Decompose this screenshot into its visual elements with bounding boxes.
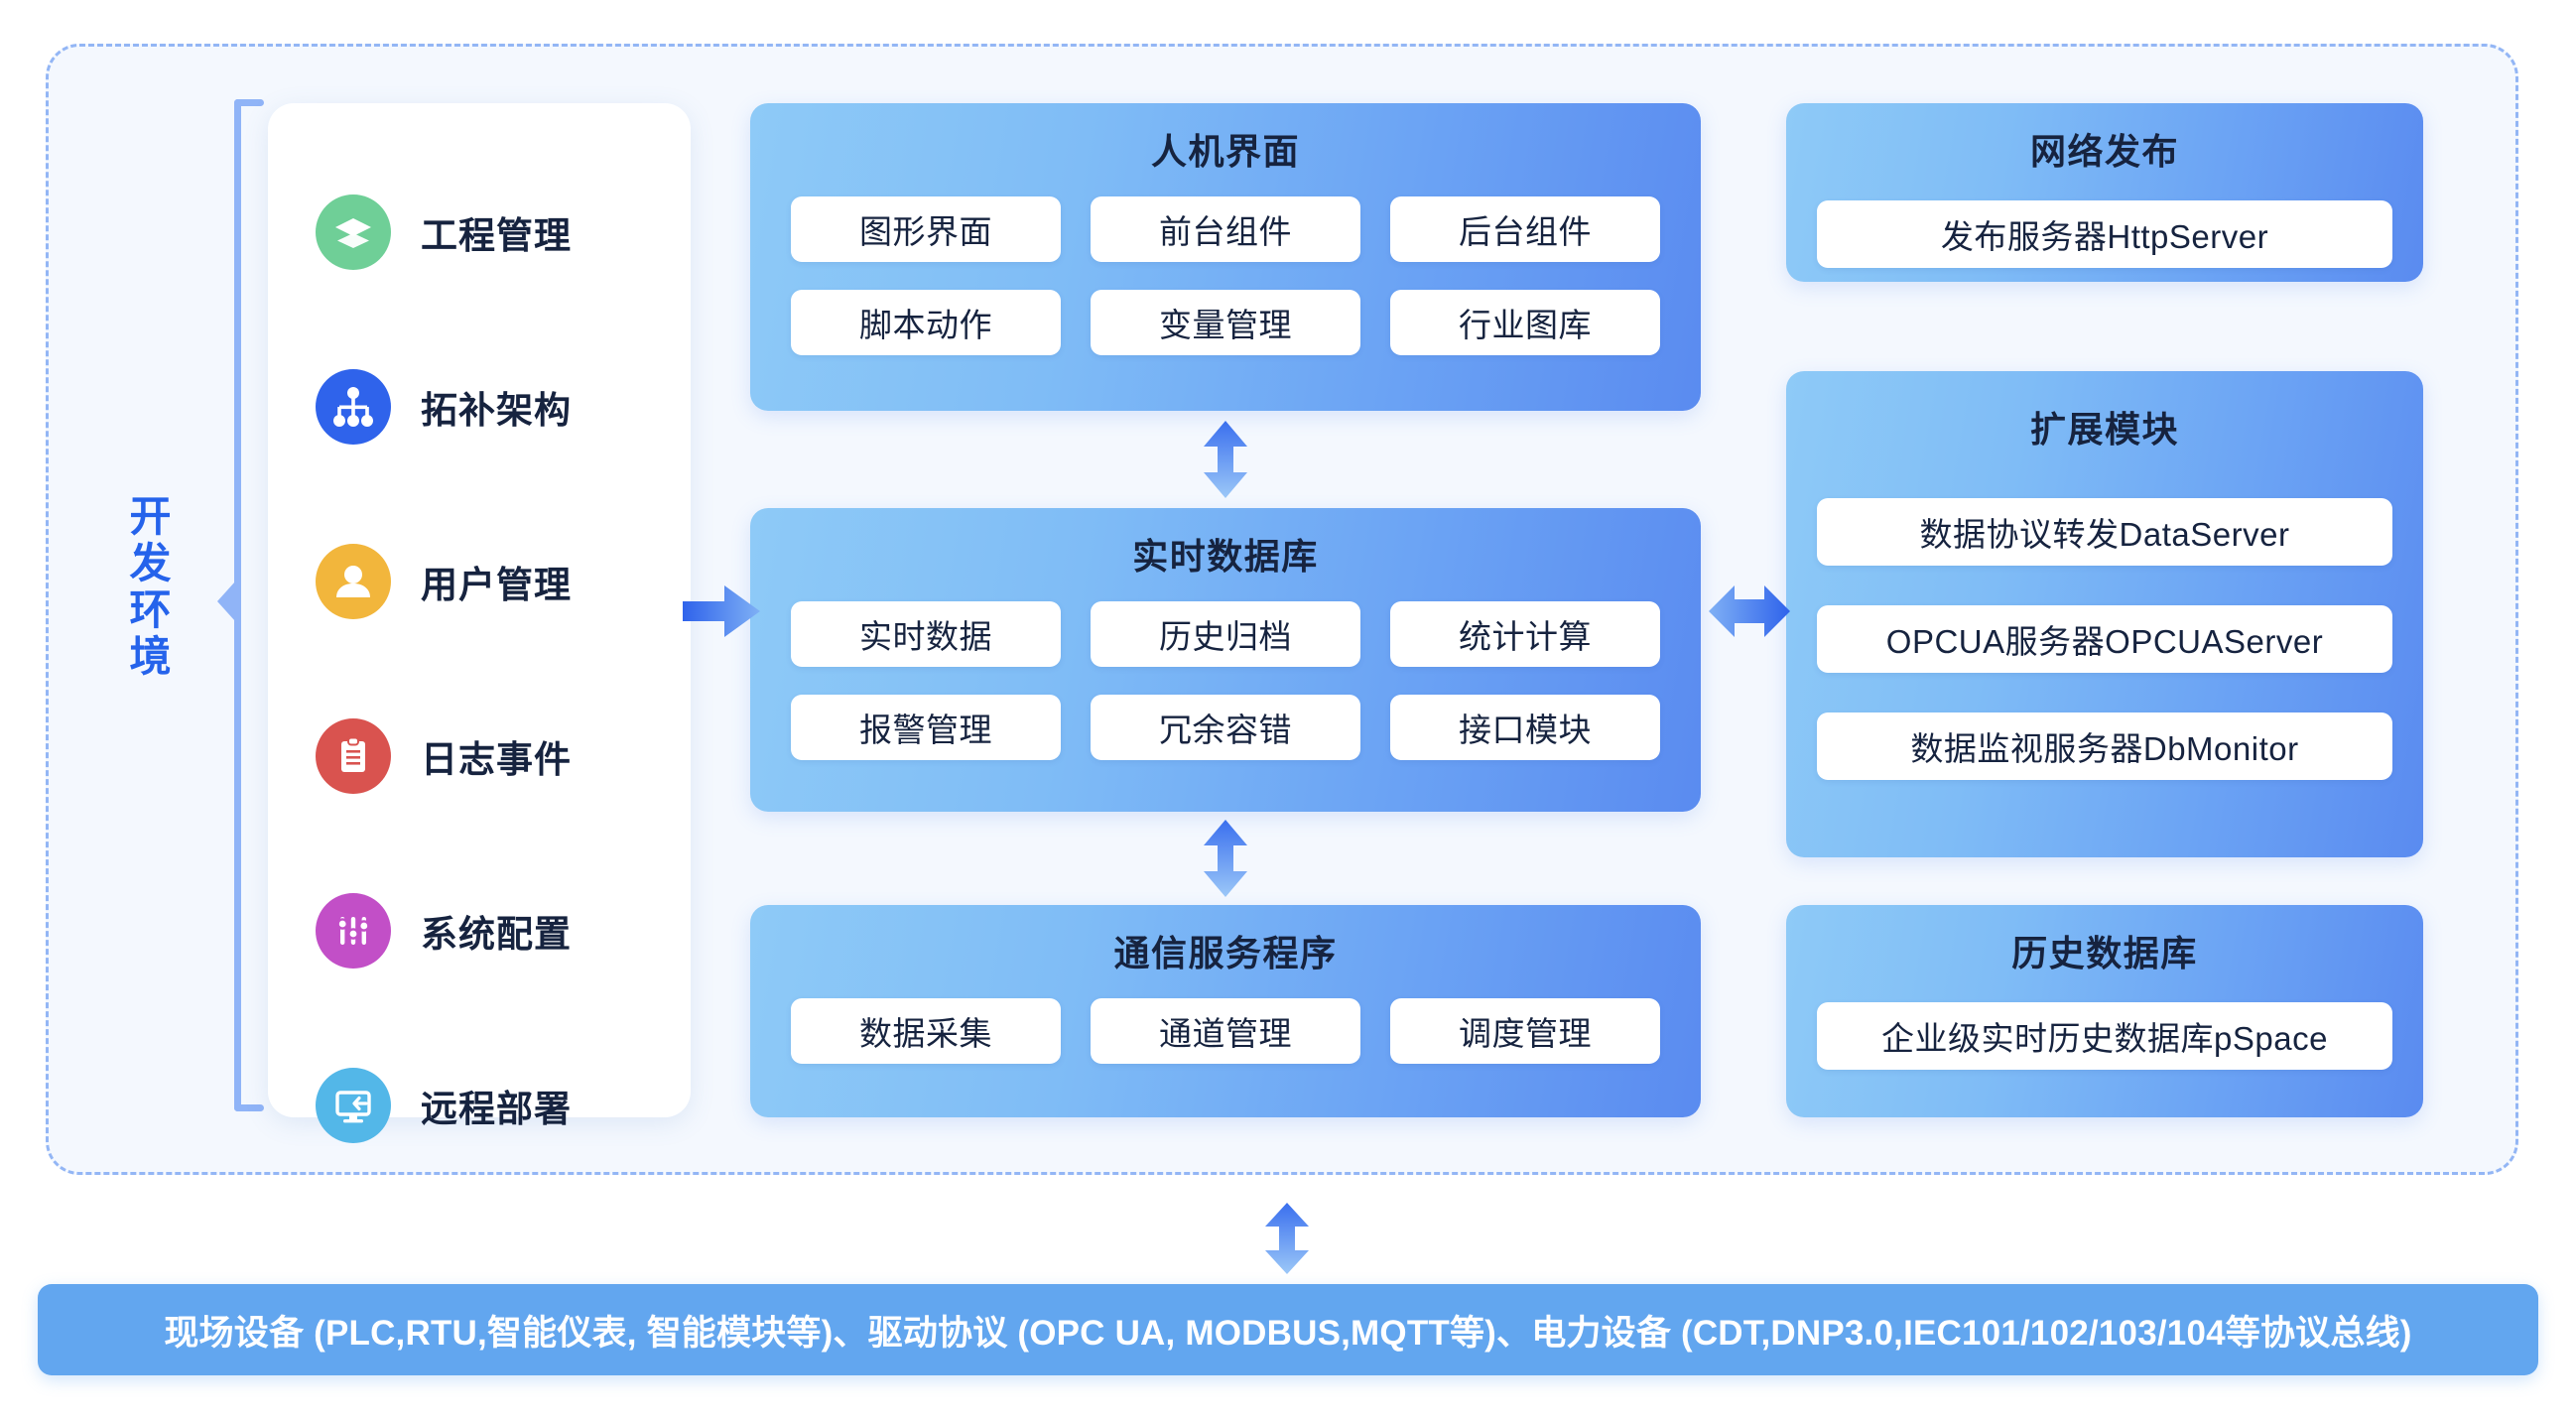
- arrow-container-to-devices: [1258, 1203, 1316, 1274]
- dev-tools-sidebar: 工程管理 拓补架构: [268, 103, 691, 1143]
- panel-title: 通信服务程序: [1113, 933, 1338, 973]
- chip-group: 数据采集 通道管理 调度管理: [750, 998, 1701, 1064]
- sidebar-item-topology-architecture[interactable]: 拓补架构: [316, 369, 572, 445]
- sidebar-item-label: 日志事件: [421, 739, 572, 780]
- sitemap-icon: [316, 369, 391, 445]
- chip-pspace-database[interactable]: 企业级实时历史数据库pSpace: [1817, 1002, 2392, 1070]
- chip-data-acquisition[interactable]: 数据采集: [791, 998, 1061, 1064]
- sliders-icon: [316, 893, 391, 969]
- sidebar-item-label: 远程部署: [421, 1089, 572, 1129]
- chip-redundancy[interactable]: 冗余容错: [1091, 695, 1360, 760]
- arrow-database-to-communication: [1197, 820, 1254, 897]
- sidebar-item-log-events[interactable]: 日志事件: [316, 718, 572, 794]
- chip-group: 图形界面 前台组件 后台组件 脚本动作 变量管理 行业图库: [750, 196, 1701, 355]
- panel-title: 实时数据库: [1132, 536, 1319, 577]
- panel-network-publishing: 网络发布 发布服务器HttpServer: [1786, 103, 2423, 282]
- chip-frontend-component[interactable]: 前台组件: [1091, 196, 1360, 262]
- dev-environment-bracket: [217, 99, 264, 1111]
- arrow-hmi-to-database: [1197, 421, 1254, 498]
- sidebar-item-system-configuration[interactable]: 系统配置: [316, 893, 572, 969]
- sidebar-item-label: 工程管理: [421, 215, 572, 256]
- chip-graphic-interface[interactable]: 图形界面: [791, 196, 1061, 262]
- chip-interface-module[interactable]: 接口模块: [1390, 695, 1660, 760]
- bracket-cap-top: [234, 99, 264, 106]
- sidebar-item-project-management[interactable]: 工程管理: [316, 194, 572, 270]
- dev-env-char-4: 境: [129, 633, 173, 681]
- panel-title: 扩展模块: [2029, 409, 2179, 450]
- field-devices-protocols-bar: 现场设备 (PLC,RTU,智能仪表, 智能模块等)、驱动协议 (OPC UA,…: [38, 1284, 2538, 1375]
- arrow-sidebar-to-database: [683, 582, 764, 641]
- chip-industry-library[interactable]: 行业图库: [1390, 290, 1660, 355]
- dev-env-char-2: 发: [129, 540, 173, 587]
- field-devices-protocols-text: 现场设备 (PLC,RTU,智能仪表, 智能模块等)、驱动协议 (OPC UA,…: [164, 1313, 2412, 1353]
- panel-communication-service: 通信服务程序 数据采集 通道管理 调度管理: [750, 905, 1701, 1117]
- sidebar-item-label: 系统配置: [421, 914, 572, 955]
- chip-script-action[interactable]: 脚本动作: [791, 290, 1061, 355]
- chip-history-archive[interactable]: 历史归档: [1091, 601, 1360, 667]
- chip-group: 企业级实时历史数据库pSpace: [1786, 1002, 2423, 1070]
- bracket-notch-icon: [217, 582, 235, 621]
- user-icon: [316, 544, 391, 619]
- dev-environment-label: 开 发 环 境: [121, 493, 181, 680]
- arrow-database-to-extension: [1709, 582, 1790, 641]
- remote-screen-icon: [316, 1068, 391, 1143]
- chip-variable-management[interactable]: 变量管理: [1091, 290, 1360, 355]
- chip-db-monitor[interactable]: 数据监视服务器DbMonitor: [1817, 712, 2392, 780]
- chip-alarm-management[interactable]: 报警管理: [791, 695, 1061, 760]
- dev-env-char-3: 环: [129, 586, 173, 634]
- dev-env-char-1: 开: [129, 493, 173, 540]
- panel-realtime-database: 实时数据库 实时数据 历史归档 统计计算 报警管理 冗余容错 接口模块: [750, 508, 1701, 812]
- sidebar-item-label: 用户管理: [421, 565, 572, 605]
- panel-extension-modules: 扩展模块 数据协议转发DataServer OPCUA服务器OPCUAServe…: [1786, 371, 2423, 857]
- bracket-cap-bottom: [234, 1104, 264, 1111]
- chip-data-server[interactable]: 数据协议转发DataServer: [1817, 498, 2392, 566]
- clipboard-icon: [316, 718, 391, 794]
- chip-http-server[interactable]: 发布服务器HttpServer: [1817, 200, 2392, 268]
- sidebar-item-label: 拓补架构: [421, 390, 572, 431]
- panel-title: 网络发布: [2029, 131, 2179, 172]
- sidebar-item-remote-deployment[interactable]: 远程部署: [316, 1068, 572, 1143]
- chip-group: 数据协议转发DataServer OPCUA服务器OPCUAServer 数据监…: [1786, 498, 2423, 780]
- chip-group: 发布服务器HttpServer: [1786, 200, 2423, 268]
- chip-statistic-compute[interactable]: 统计计算: [1390, 601, 1660, 667]
- bracket-line: [234, 99, 241, 1111]
- panel-title: 历史数据库: [2011, 933, 2198, 973]
- chip-backend-component[interactable]: 后台组件: [1390, 196, 1660, 262]
- panel-human-machine-interface: 人机界面 图形界面 前台组件 后台组件 脚本动作 变量管理 行业图库: [750, 103, 1701, 411]
- chip-opcua-server[interactable]: OPCUA服务器OPCUAServer: [1817, 605, 2392, 673]
- panel-history-database: 历史数据库 企业级实时历史数据库pSpace: [1786, 905, 2423, 1117]
- chip-channel-management[interactable]: 通道管理: [1091, 998, 1360, 1064]
- chip-group: 实时数据 历史归档 统计计算 报警管理 冗余容错 接口模块: [750, 601, 1701, 760]
- chip-schedule-management[interactable]: 调度管理: [1390, 998, 1660, 1064]
- panel-title: 人机界面: [1150, 131, 1300, 172]
- chip-realtime-data[interactable]: 实时数据: [791, 601, 1061, 667]
- layers-icon: [316, 194, 391, 270]
- sidebar-item-user-management[interactable]: 用户管理: [316, 544, 572, 619]
